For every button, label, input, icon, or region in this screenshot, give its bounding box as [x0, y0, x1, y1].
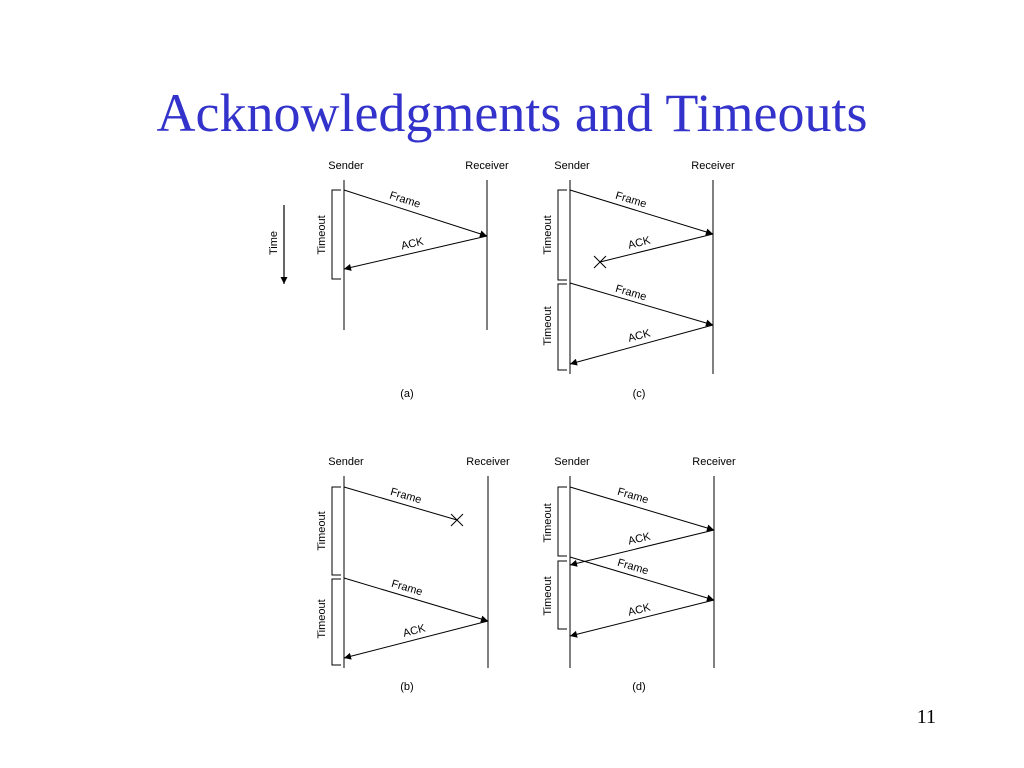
- sender-label: Sender: [554, 160, 590, 172]
- timeout-bracket: [557, 189, 567, 281]
- ack-arrow: [343, 620, 489, 660]
- frame-arrow: [569, 556, 715, 602]
- timeout-label: Timeout: [316, 511, 328, 550]
- timeout-bracket: [557, 560, 567, 630]
- frame-label: Frame: [390, 578, 424, 599]
- page-number: 11: [916, 706, 936, 728]
- frame-arrow: [343, 189, 488, 238]
- timeout-label: Timeout: [316, 215, 328, 254]
- timeout-label: Timeout: [542, 576, 554, 615]
- ack-arrow: [569, 324, 714, 366]
- frame-label: Frame: [614, 190, 648, 211]
- ack-arrow: [569, 529, 715, 567]
- time-axis: Time: [268, 205, 288, 284]
- lost-ack-line: [599, 233, 714, 263]
- timeout-label: Timeout: [542, 306, 554, 345]
- panel-b: Sender Receiver Timeout Timeout Frame Fr…: [316, 456, 510, 693]
- timeout-bracket: [331, 578, 341, 666]
- timeout-bracket: [557, 486, 567, 557]
- frame-label: Frame: [616, 557, 650, 578]
- frame-label: Frame: [614, 283, 648, 304]
- timeout-label: Timeout: [542, 215, 554, 254]
- lost-ack-cross: [593, 255, 607, 269]
- receiver-label: Receiver: [692, 456, 736, 468]
- panel-a: Sender Receiver Timeout Frame ACK (a): [316, 160, 509, 400]
- panel-caption: (d): [632, 681, 645, 693]
- frame-arrow: [343, 577, 489, 623]
- frame-arrow: [569, 282, 714, 327]
- ack-label: ACK: [400, 236, 425, 253]
- timeout-bracket: [331, 486, 341, 576]
- timeout-label: Timeout: [316, 599, 328, 638]
- lost-frame-cross: [450, 513, 464, 527]
- lost-frame-line: [343, 486, 458, 521]
- ack-label: ACK: [402, 622, 428, 639]
- receiver-label: Receiver: [466, 456, 510, 468]
- timeout-bracket: [331, 189, 341, 280]
- panel-c: Sender Receiver Timeout Timeout Frame AC…: [542, 160, 735, 400]
- frame-arrow: [569, 486, 715, 532]
- ack-label: ACK: [627, 234, 652, 251]
- panel-caption: (a): [400, 388, 413, 400]
- ack-label: ACK: [627, 601, 652, 618]
- panel-caption: (c): [633, 388, 646, 400]
- frame-label: Frame: [389, 486, 423, 506]
- receiver-label: Receiver: [691, 160, 735, 172]
- ack-arrow: [343, 235, 488, 271]
- frame-arrow: [569, 189, 714, 236]
- frame-label: Frame: [616, 486, 650, 507]
- sender-label: Sender: [328, 456, 364, 468]
- receiver-label: Receiver: [465, 160, 509, 172]
- timeout-bracket: [557, 283, 567, 371]
- timeout-label: Timeout: [542, 503, 554, 542]
- time-axis-label: Time: [268, 231, 280, 255]
- ack-label: ACK: [627, 327, 653, 345]
- ack-label: ACK: [627, 530, 652, 547]
- ack-arrow: [569, 599, 715, 638]
- slide-title: Acknowledgments and Timeouts: [156, 83, 868, 143]
- sender-label: Sender: [328, 160, 364, 172]
- panel-caption: (b): [400, 681, 413, 693]
- sender-label: Sender: [554, 456, 590, 468]
- frame-label: Frame: [388, 190, 422, 211]
- panel-d: Sender Receiver Timeout Timeout Frame AC…: [542, 456, 736, 693]
